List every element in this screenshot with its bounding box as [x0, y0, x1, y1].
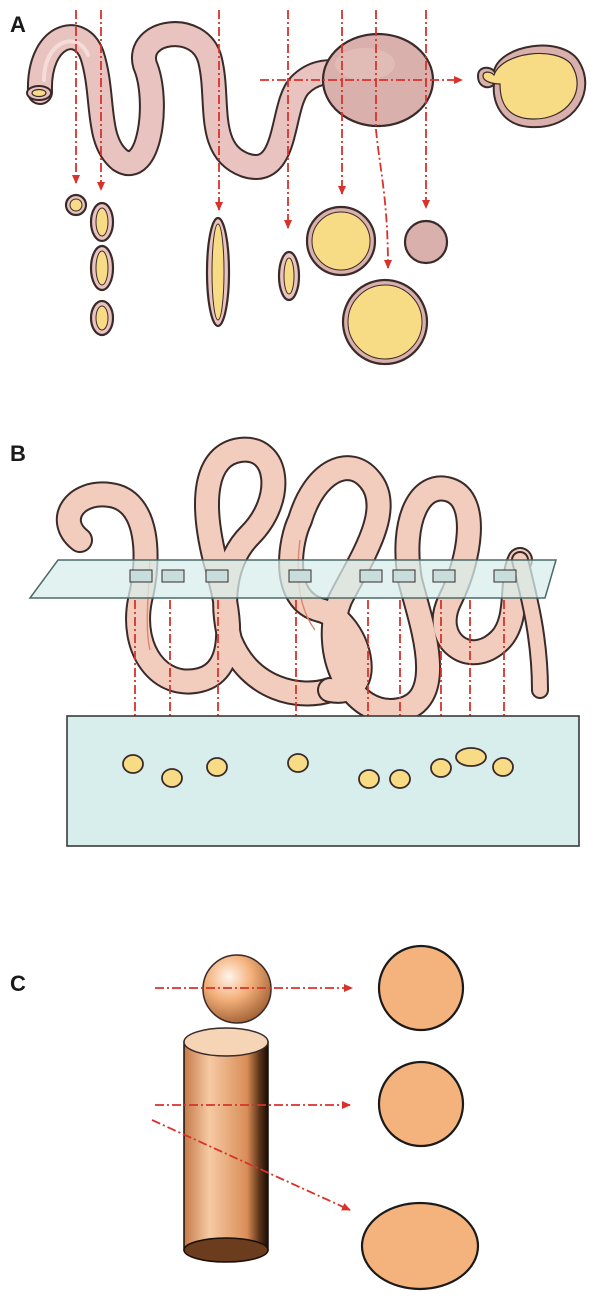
sphere [203, 955, 271, 1023]
cylinder-oblique-section [362, 1203, 478, 1289]
section-small-round [66, 195, 86, 215]
section-chain-oval [91, 203, 113, 335]
section-large-round [343, 280, 427, 364]
section-long-oblique [207, 218, 229, 326]
cross-sections-c [362, 946, 478, 1289]
sphere-section [379, 946, 463, 1030]
sectioned-sac-profile [478, 46, 585, 128]
panel-b-label: B [10, 441, 26, 466]
section-medium-round [307, 207, 375, 275]
coiled-tube-a [27, 34, 345, 167]
panel-a-label: A [10, 12, 26, 37]
panel-c-label: C [10, 971, 26, 996]
cross-sections-a [66, 195, 447, 364]
cylinder [184, 1028, 268, 1262]
section-small-oblique [279, 252, 299, 300]
section-tangential-solid [405, 221, 447, 263]
glass-slide [67, 716, 579, 846]
panel-b: B [10, 441, 579, 846]
cylinder-transverse-section [379, 1062, 463, 1146]
panel-c: C [10, 946, 478, 1289]
panel-a: A [10, 10, 585, 364]
